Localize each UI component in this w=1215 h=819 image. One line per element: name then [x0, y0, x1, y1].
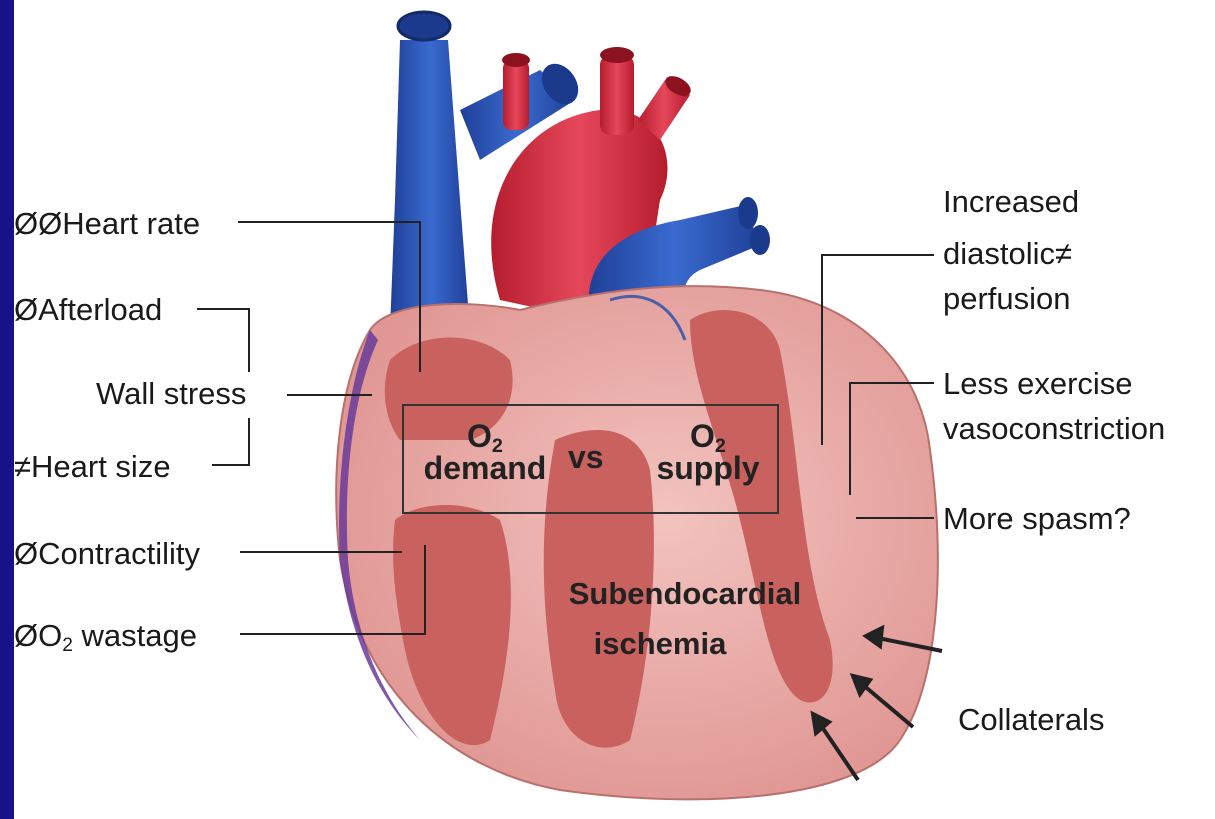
superior-vena-cava [390, 12, 470, 330]
contractility-label: ØContractility [14, 538, 200, 569]
heart-size-leader [212, 418, 249, 465]
o2-demand-label: O2 demand [410, 420, 560, 484]
ischemia-label-line1: Subendocardial [530, 578, 840, 609]
perfusion-label-line2: diastolic≠ [943, 238, 1072, 269]
vs-label: vs [568, 441, 604, 473]
afterload-label: ØAfterload [14, 294, 162, 325]
supply-word: supply [656, 450, 759, 486]
vasoconstriction-label-line2: vasoconstriction [943, 413, 1165, 444]
collaterals-label: Collaterals [958, 704, 1104, 735]
demand-o: O [467, 418, 492, 454]
o2-wastage-label: ØO2 wastage [14, 620, 197, 651]
supply-o: O [690, 418, 715, 454]
perfusion-label-line3: perfusion [943, 283, 1071, 314]
vasoconstriction-label-line1: Less exercise [943, 368, 1133, 399]
heart-size-label: ≠Heart size [14, 451, 171, 482]
o2-supply-label: O2 supply [638, 420, 778, 484]
o2-wastage-subscript: 2 [62, 635, 73, 656]
afterload-leader [197, 309, 249, 372]
spasm-label: More spasm? [943, 503, 1131, 534]
demand-word: demand [424, 450, 547, 486]
perfusion-label-line1: Increased [943, 186, 1079, 217]
o2-wastage-suffix: wastage [73, 618, 197, 653]
ischemia-label-line2: ischemia [530, 628, 790, 659]
heart-rate-label: ØØHeart rate [14, 208, 200, 239]
wall-stress-label: Wall stress [96, 378, 246, 409]
o2-wastage-prefix: ØO [14, 618, 62, 653]
